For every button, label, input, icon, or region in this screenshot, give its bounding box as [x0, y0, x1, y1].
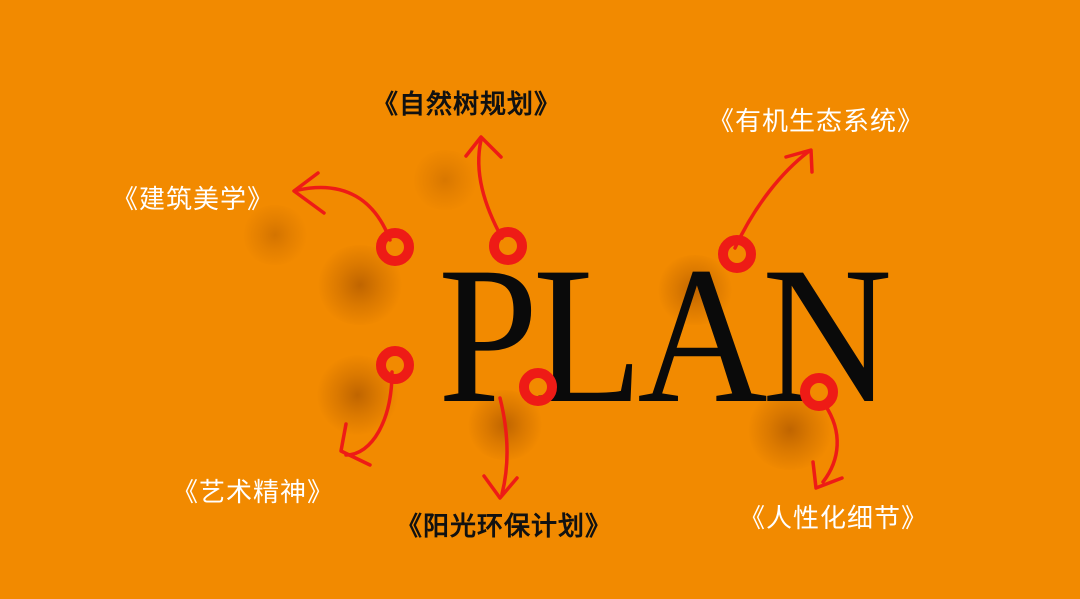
- arrow-to-art-spirit: [344, 370, 394, 457]
- node-ring: [800, 373, 838, 411]
- arrowhead-natural-tree: [464, 135, 503, 159]
- label-architecture: 《建筑美学》: [112, 185, 275, 215]
- arrowhead-organic-eco: [784, 148, 814, 174]
- arrowhead-art-spirit: [339, 422, 372, 467]
- arrow-to-humanized: [821, 403, 839, 484]
- arrowhead-humanized: [811, 460, 844, 490]
- node-ring: [718, 235, 756, 273]
- label-art-spirit: 《艺术精神》: [172, 478, 335, 508]
- arrow-to-architecture: [296, 185, 392, 242]
- label-organic-eco: 《有机生态系统》: [708, 107, 925, 137]
- label-sunshine: 《阳光环保计划》: [396, 512, 613, 542]
- arrow-to-sunshine: [498, 396, 509, 496]
- node-ring: [376, 346, 414, 384]
- node-ring: [489, 227, 527, 265]
- arrow-to-organic-eco: [733, 150, 810, 250]
- label-humanized: 《人性化细节》: [739, 504, 929, 534]
- node-ring: [376, 228, 414, 266]
- arrowhead-sunshine: [482, 474, 519, 500]
- arrow-to-natural-tree: [477, 138, 504, 240]
- arrowhead-architecture: [292, 171, 326, 215]
- node-ring: [519, 368, 557, 406]
- label-natural-tree: 《自然树规划》: [372, 90, 562, 120]
